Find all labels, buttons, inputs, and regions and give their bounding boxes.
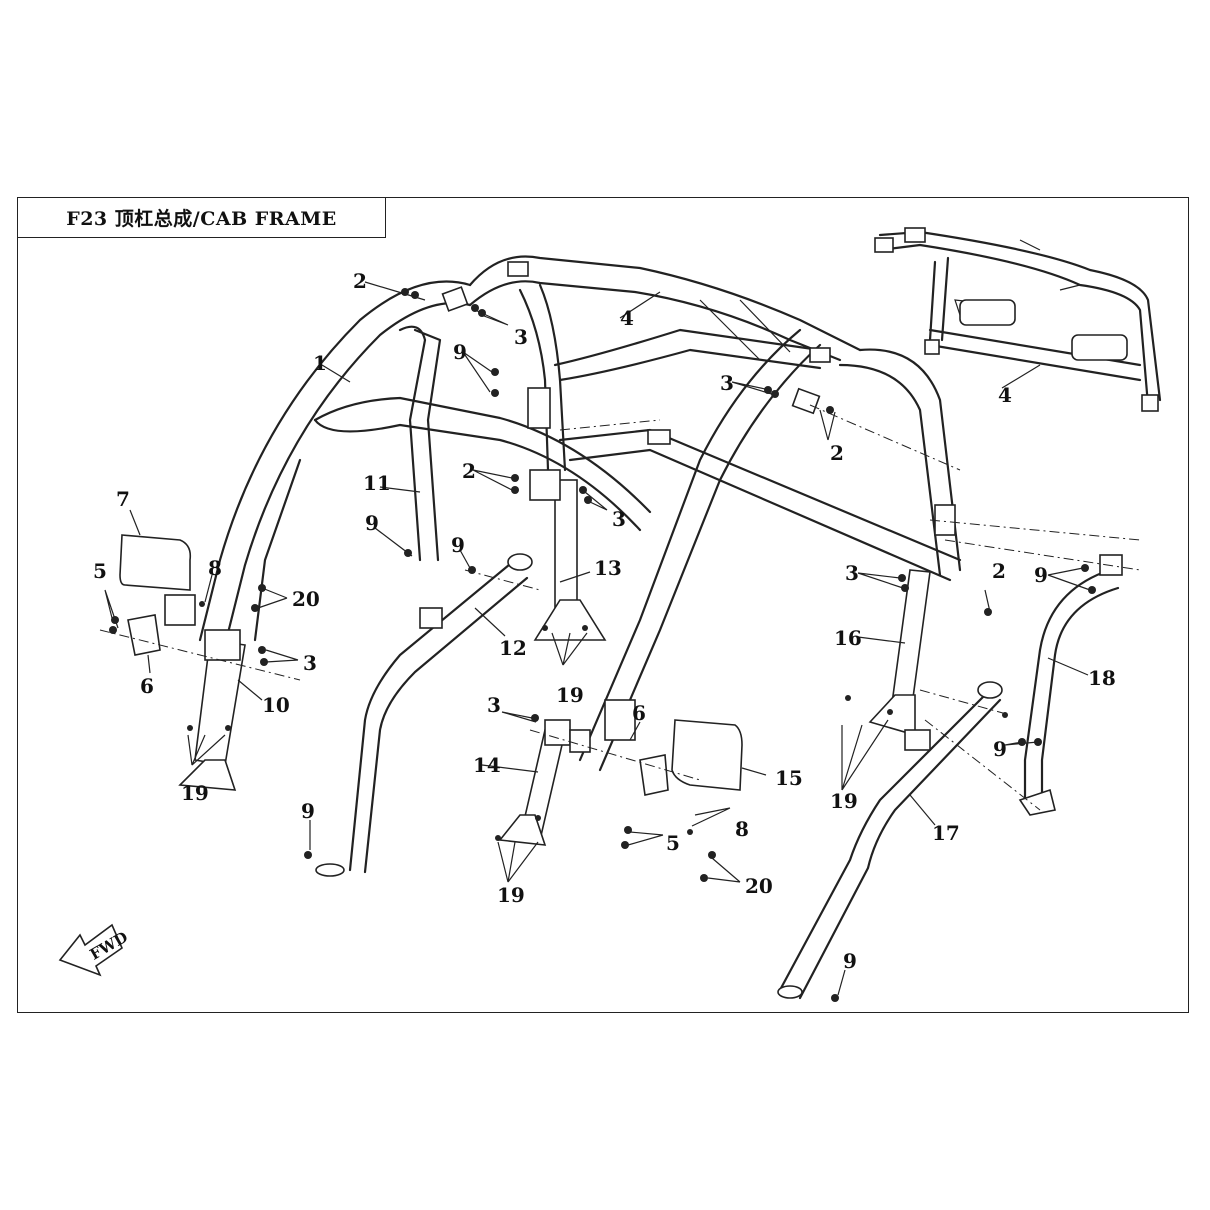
callout-16: 16: [834, 626, 862, 650]
callout-9-left: 9: [365, 511, 379, 535]
callout-19-center: 19: [556, 683, 584, 707]
callout-2-center: 2: [462, 459, 476, 483]
fwd-arrow: FWD: [58, 923, 131, 977]
callout-2-right: 2: [992, 559, 1006, 583]
part-18-tube: [1018, 568, 1120, 816]
center-lines: [99, 404, 1141, 811]
callout-20-left: 20: [292, 587, 320, 611]
callout-9-bottom-left: 9: [301, 799, 315, 823]
diagram-title: F23 顶杠总成/CAB FRAME: [66, 208, 337, 230]
callout-19-left: 19: [181, 781, 209, 805]
fasteners: [109, 288, 1096, 1002]
leader-lines: [104, 281, 1091, 996]
callout-6-left: 6: [140, 674, 154, 698]
callout-9-right: 9: [1034, 563, 1048, 587]
callout-6-right: 6: [632, 701, 646, 725]
callout-3-left: 3: [303, 651, 317, 675]
callout-2-upper-left: 2: [353, 269, 367, 293]
callout-19-bottom: 19: [497, 883, 525, 907]
callout-4-detached: 4: [998, 383, 1012, 407]
callout-17: 17: [932, 821, 960, 845]
callout-9-lower-right: 9: [993, 737, 1007, 761]
callout-11: 11: [363, 471, 391, 495]
title-block: F23 顶杠总成/CAB FRAME: [17, 197, 386, 238]
callout-labels: 1 2 2 2 2 3 3 3 3 3 3 4 4 5 5 6 6 7 8 8 …: [93, 269, 1116, 973]
callout-20-right: 20: [745, 874, 773, 898]
part-10-post: [178, 639, 246, 791]
callout-2-upper-right: 2: [830, 441, 844, 465]
callout-8-left: 8: [208, 556, 222, 580]
callout-14: 14: [473, 753, 501, 777]
callout-5-left: 5: [93, 559, 107, 583]
callout-3-lower: 3: [487, 693, 501, 717]
callout-10: 10: [262, 693, 290, 717]
callout-8-right: 8: [735, 817, 749, 841]
callout-19-right: 19: [830, 789, 858, 813]
callout-18: 18: [1088, 666, 1116, 690]
callout-3-center: 3: [612, 507, 626, 531]
callout-3-upper-left: 3: [514, 325, 528, 349]
callout-3-upper-right: 3: [720, 371, 734, 395]
callout-15: 15: [775, 766, 803, 790]
drawing-border: [17, 197, 1189, 1013]
callout-1: 1: [313, 351, 327, 375]
callout-4-frame: 4: [620, 306, 634, 330]
part-11-strut: [398, 325, 442, 562]
part-14-post: [498, 729, 566, 846]
part-13-post: [533, 479, 607, 641]
callout-9-bottom-right: 9: [843, 949, 857, 973]
callout-3-right: 3: [845, 561, 859, 585]
callout-7: 7: [116, 487, 130, 511]
callout-13: 13: [594, 556, 622, 580]
part-17-tube: [777, 681, 1003, 1000]
part-16-post: [868, 569, 931, 737]
callout-9-center: 9: [451, 533, 465, 557]
part-7-mirror: [119, 534, 196, 656]
roll-cage-assembly: [198, 255, 962, 772]
part-4-rear-frame: [874, 227, 1162, 412]
callout-12: 12: [499, 636, 527, 660]
callout-5-right: 5: [666, 831, 680, 855]
part-12-tube: [315, 553, 533, 877]
callout-9-upper: 9: [453, 340, 467, 364]
part-15-mirror: [604, 699, 743, 796]
